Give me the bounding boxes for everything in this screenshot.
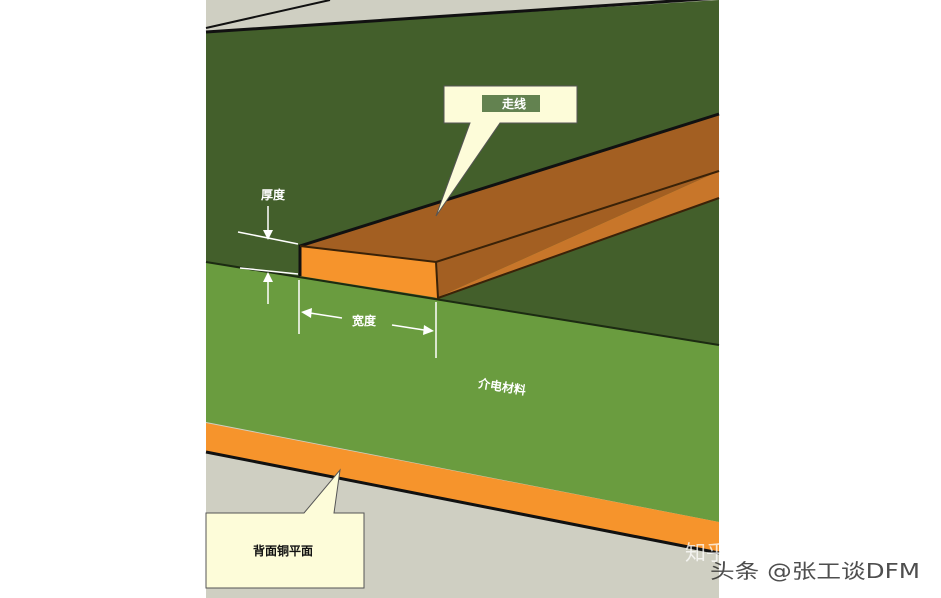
dielectric-layer <box>206 262 719 522</box>
trace-label: 走线 <box>502 96 526 111</box>
width-arrow-left-head <box>301 308 312 318</box>
watermark-line1: 知乎 @张工谈DFM <box>685 541 864 565</box>
trace-callout-highlight <box>482 95 540 112</box>
thickness-extension-bottom <box>239 267 299 275</box>
width-arrow-left-line <box>309 312 343 319</box>
trace-outline-bottom <box>435 197 720 300</box>
trace-top-face <box>299 114 719 298</box>
back-plane-callout <box>205 468 365 589</box>
back-copper-plane <box>206 423 719 553</box>
width-arrow-right-line <box>391 324 425 331</box>
back-plane-label: 背面铜平面 <box>253 543 313 558</box>
back-plane-bottom-edge <box>205 450 720 555</box>
top-surface-back-edge <box>205 0 712 34</box>
top-edge-line <box>205 0 331 29</box>
width-arrow-right-head <box>423 325 434 335</box>
trace-side-face <box>436 171 719 298</box>
thickness-arrow-top-head <box>263 230 273 240</box>
thickness-arrow-bottom-head <box>263 272 273 282</box>
top-surface-front-edge <box>205 261 720 346</box>
watermark-line2: 头条 @张工谈DFM <box>710 559 920 583</box>
width-label: 宽度 <box>351 313 377 328</box>
trace-callout <box>435 85 578 217</box>
thickness-label: 厚度 <box>261 187 286 202</box>
